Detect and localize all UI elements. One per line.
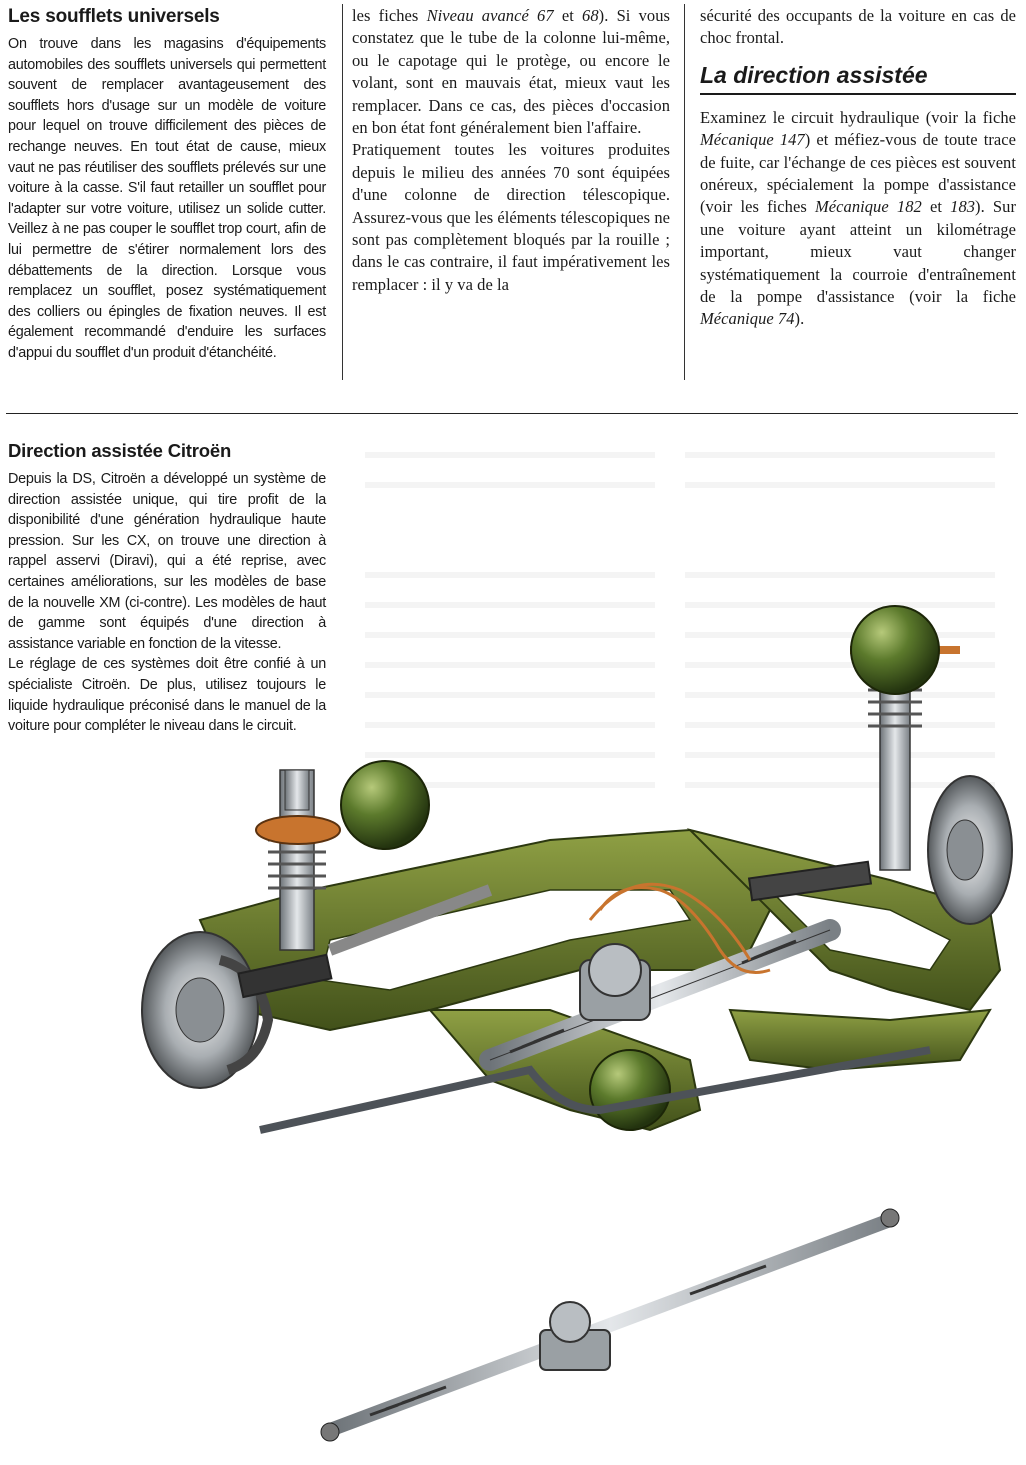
- steering-rack: [479, 919, 841, 1071]
- colonne-paragraph-2: Pratiquement toutes les voitures produit…: [352, 140, 670, 294]
- text-run: ). Sur une voiture ayant atteint un kilo…: [700, 197, 1016, 307]
- text-run: et: [553, 6, 583, 25]
- citroen-section: Direction assistée Citroën Depuis la DS,…: [8, 440, 326, 737]
- soufflets-title: Les soufflets universels: [8, 6, 220, 27]
- reference-mecanique-74: Mécanique 74: [700, 309, 795, 329]
- securite-text: sécurité des occupants de la voiture en …: [700, 6, 1016, 48]
- hydraulic-lines: [588, 882, 771, 974]
- column-divider-2: [684, 4, 685, 380]
- text-run: ).: [794, 309, 805, 329]
- right-strut: [850, 646, 960, 871]
- text-run: et: [921, 197, 951, 217]
- section-divider: [6, 413, 1018, 414]
- citroen-title: Direction assistée Citroën: [8, 440, 232, 461]
- left-strut: [255, 769, 341, 951]
- bleed-through-texture: [355, 425, 1005, 1325]
- text-run: ) et méfiez-vous de toute trace de fuite…: [700, 130, 1016, 217]
- detached-steering-rack: [320, 1208, 900, 1442]
- steering-subframe-illustration: [130, 590, 1026, 1460]
- centre-accumulator-sphere: [589, 1049, 671, 1131]
- soufflets-section: Les soufflets universels On trouve dans …: [8, 6, 326, 364]
- reference-183: 183: [950, 197, 976, 217]
- column-divider-1: [342, 4, 343, 380]
- soufflets-body: On trouve dans les magasins d'équipement…: [8, 36, 326, 361]
- direction-assistee-body: Examinez le circuit hydraulique (voir la…: [700, 107, 1016, 331]
- right-brake-disc: [927, 775, 1013, 925]
- left-brake-disc: [141, 931, 274, 1089]
- anti-roll-bar: [259, 1046, 931, 1134]
- drive-shafts: [237, 860, 873, 999]
- direction-assistee-section: sécurité des occupants de la voiture en …: [700, 5, 1016, 331]
- colonne-section: les fiches Niveau avancé 67 et 68). Si v…: [352, 5, 670, 296]
- reference-mecanique-182: Mécanique 182: [814, 197, 922, 217]
- reference-mecanique-147: Mécanique 147: [700, 130, 805, 150]
- text-run: Examinez le circuit hydraulique (voir la…: [700, 107, 1016, 127]
- right-suspension-sphere: [850, 605, 940, 695]
- colonne-paragraph-1: les fiches Niveau avancé 67 et 68). Si v…: [352, 5, 670, 139]
- text-run: ). Si vous constatez que le tube de la c…: [352, 6, 671, 138]
- reference-68: 68: [582, 6, 599, 25]
- left-suspension-sphere: [340, 760, 430, 850]
- direction-assistee-title: La direction assistée: [700, 62, 1016, 95]
- citroen-paragraph-1: Depuis la DS, Citroën a développé un sys…: [8, 471, 326, 652]
- text-run: les fiches: [352, 6, 427, 25]
- reference-niveau-avance: Niveau avancé 67: [426, 6, 554, 25]
- citroen-paragraph-2: Le réglage de ces systèmes doit être con…: [8, 656, 326, 735]
